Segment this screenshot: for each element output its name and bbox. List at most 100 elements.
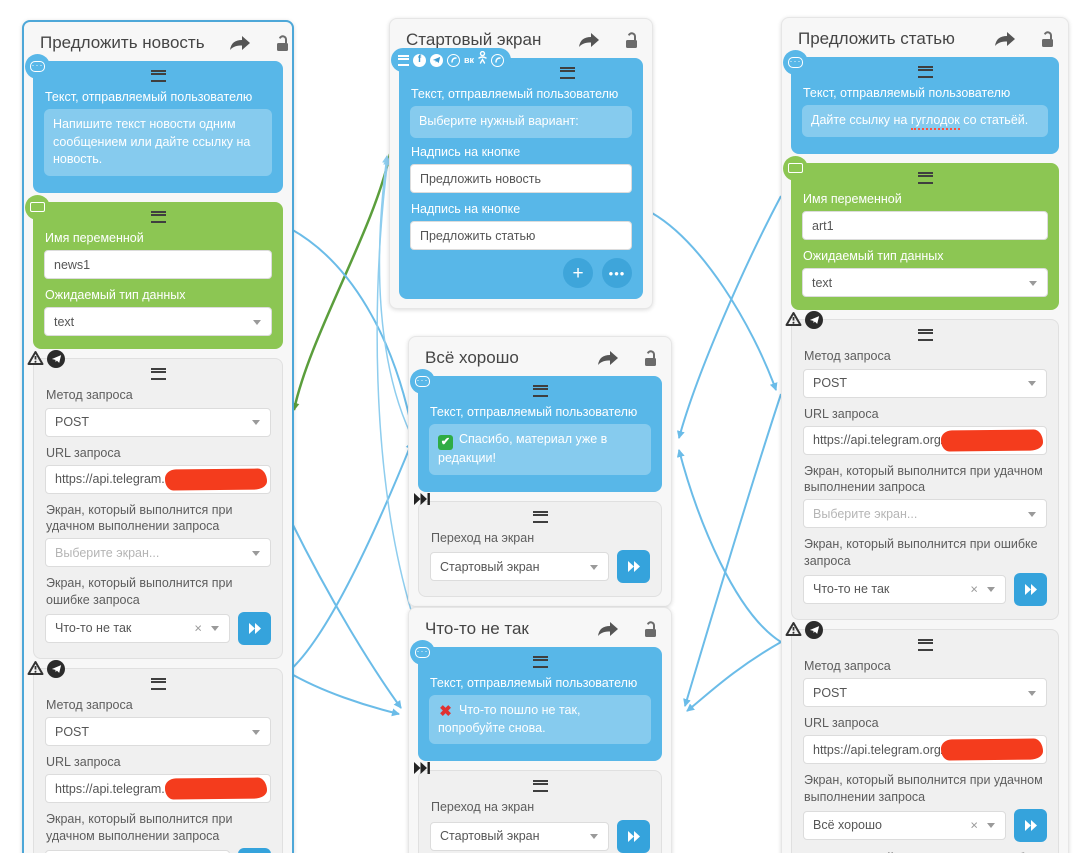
wire-article-api2-to-fail <box>686 641 782 712</box>
screen-card-start[interactable]: Стартовый экран f вк Текст, отправляемый… <box>389 18 653 310</box>
go-to-screen-button[interactable] <box>1014 572 1047 606</box>
telegram-icon <box>805 620 823 639</box>
url-input[interactable]: https://api.telegram.org/bot <box>45 774 271 804</box>
card-header[interactable]: Предложить статью <box>782 18 1068 57</box>
card-header[interactable]: Предложить новость <box>24 22 292 61</box>
drag-handle[interactable] <box>150 368 166 381</box>
share-button[interactable] <box>597 350 619 366</box>
go-to-screen-button[interactable] <box>617 550 650 584</box>
button-caption-input-2[interactable]: Предложить статью <box>410 221 632 251</box>
goto-block[interactable]: Переход на экран Стартовый экран <box>414 492 662 598</box>
message-bubble-icon: ··· <box>783 50 808 75</box>
api-request-block-2[interactable]: Метод запроса POST URL запроса https://a… <box>27 659 283 853</box>
method-select[interactable]: POST <box>803 368 1047 398</box>
url-input[interactable]: https://api.telegram.org/bot <box>803 425 1047 455</box>
add-button[interactable]: + <box>563 258 593 289</box>
api-request-block-1[interactable]: Метод запроса POST URL запроса https://a… <box>785 311 1059 620</box>
message-block[interactable]: f вк Текст, отправляемый пользователю Вы… <box>391 48 643 300</box>
share-button[interactable] <box>229 35 251 51</box>
message-block[interactable]: ··· Текст, отправляемый пользователю ✔Сп… <box>410 369 662 492</box>
message-text-input[interactable]: Напишите текст новости одним сообщением … <box>44 109 272 176</box>
lock-button[interactable] <box>643 620 657 638</box>
card-header[interactable]: Всё хорошо <box>409 337 671 376</box>
share-button[interactable] <box>578 32 600 48</box>
screen-card-fail[interactable]: Что-то не так ··· Текст, отправляемый по… <box>408 607 672 853</box>
drag-handle[interactable] <box>532 780 548 793</box>
drag-handle[interactable] <box>917 171 933 184</box>
expected-type-select[interactable]: text <box>44 307 272 337</box>
drag-handle[interactable] <box>532 510 548 523</box>
api-request-block-1[interactable]: Метод запроса POST URL запроса https://a… <box>27 350 283 659</box>
card-header[interactable]: Что-то не так <box>409 608 671 647</box>
method-select[interactable]: POST <box>803 678 1047 707</box>
warning-icon <box>785 621 802 636</box>
drag-handle[interactable] <box>532 656 548 668</box>
screen-card-article[interactable]: Предложить статью ··· Текст, отправляемы… <box>781 17 1069 853</box>
method-select[interactable]: POST <box>45 407 271 437</box>
share-icon <box>579 32 599 47</box>
odnoklassniki-icon <box>478 50 487 69</box>
message-text-input[interactable]: ✔Спасибо, материал уже в редакции! <box>429 424 651 475</box>
chevron-down-icon <box>252 420 260 425</box>
message-block[interactable]: ··· Текст, отправляемый пользователю ✖Чт… <box>410 640 662 762</box>
drag-handle[interactable] <box>560 67 575 79</box>
success-screen-select[interactable]: Выберите экран... <box>803 499 1047 529</box>
drag-handle[interactable] <box>917 638 933 651</box>
fast-forward-icon <box>627 561 640 573</box>
success-screen-select[interactable]: Всё хорошо× <box>803 810 1006 840</box>
share-button[interactable] <box>994 31 1016 47</box>
lock-button[interactable] <box>1040 30 1054 48</box>
chevron-down-icon <box>253 319 261 325</box>
success-screen-select[interactable]: Всё хорошо× <box>45 849 230 853</box>
button-caption-input-1[interactable]: Предложить новость <box>410 164 632 193</box>
message-text-input[interactable]: ✖Что-то пошло не так, попробуйте снова. <box>429 695 651 745</box>
expected-type-select[interactable]: text <box>802 268 1048 298</box>
url-input[interactable]: https://api.telegram.org/bot <box>45 464 271 494</box>
variable-block[interactable]: Имя переменной news1 Ожидаемый тип данны… <box>25 194 283 350</box>
card-header[interactable]: Стартовый экран <box>390 19 652 58</box>
lock-button[interactable] <box>275 34 289 52</box>
drag-handle[interactable] <box>150 210 166 223</box>
message-text-input[interactable]: Выберите нужный вариант: <box>410 106 632 138</box>
expected-type-label: Ожидаемый тип данных <box>803 249 944 263</box>
message-block[interactable]: ··· Текст, отправляемый пользователю Дай… <box>783 50 1059 154</box>
screen-card-news[interactable]: Предложить новость ··· Текст, отправляем… <box>22 20 294 853</box>
variable-name-input[interactable]: news1 <box>44 250 272 279</box>
input-field-icon <box>783 155 808 181</box>
clear-icon[interactable]: × <box>970 817 978 833</box>
screen-card-ok[interactable]: Всё хорошо ··· Текст, отправляемый польз… <box>408 336 672 608</box>
go-to-screen-button[interactable] <box>238 847 271 853</box>
method-select[interactable]: POST <box>45 717 271 746</box>
api-request-block-2[interactable]: Метод запроса POST URL запроса https://a… <box>785 620 1059 853</box>
variable-name-input[interactable]: art1 <box>802 211 1048 240</box>
drag-handle[interactable] <box>917 329 933 342</box>
share-button[interactable] <box>597 621 619 637</box>
goto-block[interactable]: Переход на экран Стартовый экран <box>414 762 662 853</box>
goto-screen-select[interactable]: Стартовый экран <box>430 552 609 582</box>
goto-screen-label: Переход на экран <box>431 530 535 545</box>
facebook-icon: f <box>413 53 426 67</box>
go-to-screen-button[interactable] <box>617 819 650 853</box>
menu-icon <box>398 54 409 66</box>
lock-button[interactable] <box>643 349 657 367</box>
variable-block[interactable]: Имя переменной art1 Ожидаемый тип данных… <box>783 155 1059 311</box>
error-screen-select[interactable]: Что-то не так× <box>45 613 230 643</box>
drag-handle[interactable] <box>150 677 166 690</box>
goto-screen-select[interactable]: Стартовый экран <box>430 821 609 851</box>
clear-icon[interactable]: × <box>194 620 202 636</box>
clear-icon[interactable]: × <box>970 581 978 597</box>
message-block[interactable]: ··· Текст, отправляемый пользователю Нап… <box>25 54 283 193</box>
message-text-input[interactable]: Дайте ссылку на гуглодок со статьёй. <box>802 105 1048 137</box>
more-options-button[interactable]: ••• <box>602 258 632 289</box>
drag-handle[interactable] <box>917 66 933 78</box>
fast-forward-icon <box>627 830 640 842</box>
go-to-screen-button[interactable] <box>238 611 271 645</box>
go-to-screen-button[interactable] <box>1014 808 1047 842</box>
success-screen-select[interactable]: Выберите экран... <box>45 538 271 568</box>
lock-button[interactable] <box>624 31 638 49</box>
drag-handle[interactable] <box>532 385 548 397</box>
drag-handle[interactable] <box>150 70 166 82</box>
url-input[interactable]: https://api.telegram.org/bot <box>803 735 1047 765</box>
error-screen-select[interactable]: Что-то не так× <box>803 574 1006 604</box>
